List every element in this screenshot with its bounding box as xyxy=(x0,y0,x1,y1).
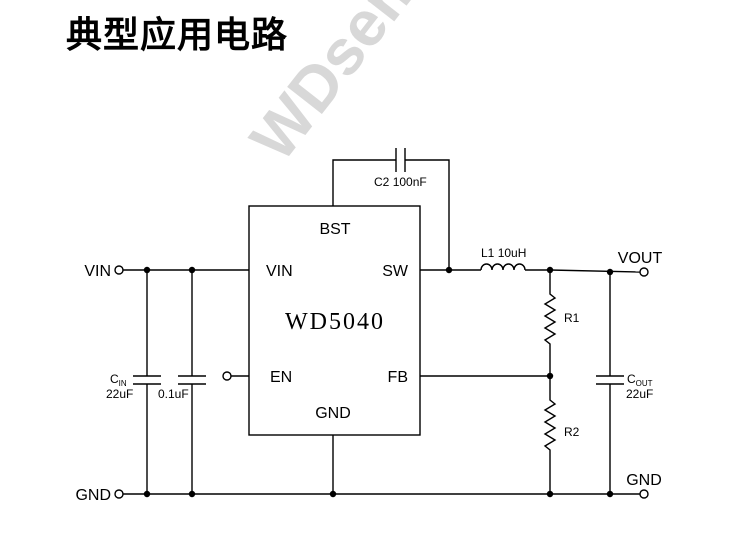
wire-bst xyxy=(332,159,396,206)
r1-label: R1 xyxy=(564,311,580,325)
wire-c2-sw xyxy=(405,159,450,270)
en-terminal xyxy=(222,371,232,381)
wire-vout xyxy=(549,269,641,273)
l1-label: L1 10uH xyxy=(481,246,526,260)
junction-dot xyxy=(143,266,151,274)
page-title: 典型应用电路 xyxy=(66,15,289,56)
gnd-right-terminal xyxy=(639,489,649,499)
pin-en: EN xyxy=(270,369,292,386)
pin-bst: BST xyxy=(319,221,350,238)
r2-label: R2 xyxy=(564,425,580,439)
junction-dot xyxy=(546,372,554,380)
junction-dot xyxy=(546,490,554,498)
junction-dot xyxy=(606,490,614,498)
cout-value-label: 22uF xyxy=(626,387,653,401)
cin-value-label: 22uF xyxy=(106,387,133,401)
r2-resistor xyxy=(543,376,557,494)
junction-dot xyxy=(445,266,453,274)
junction-dot xyxy=(329,490,337,498)
junction-dot xyxy=(606,268,614,276)
junction-dot xyxy=(143,490,151,498)
gnd-left-terminal xyxy=(114,489,124,499)
vout-label: VOUT xyxy=(618,250,663,267)
cout-ref-label: COUT xyxy=(627,372,653,388)
pin-gnd: GND xyxy=(315,405,351,422)
vin-label: VIN xyxy=(84,263,111,280)
vin-terminal xyxy=(114,265,124,275)
cin-ref-label: CIN xyxy=(110,372,127,388)
junction-dot xyxy=(188,266,196,274)
pin-vin: VIN xyxy=(266,263,293,280)
junction-dot xyxy=(546,266,554,274)
l1-inductor xyxy=(480,263,526,271)
ic-body xyxy=(248,205,421,436)
r1-resistor xyxy=(543,270,557,376)
vout-terminal xyxy=(639,267,649,277)
chip-name: WD5040 xyxy=(285,309,385,335)
gnd-left-label: GND xyxy=(75,487,111,504)
gnd-right-label: GND xyxy=(626,472,662,489)
pin-fb: FB xyxy=(388,369,408,386)
c01-value-label: 0.1uF xyxy=(158,387,189,401)
c2-label: C2 100nF xyxy=(374,175,427,189)
pin-sw: SW xyxy=(382,263,409,280)
junction-dot xyxy=(188,490,196,498)
